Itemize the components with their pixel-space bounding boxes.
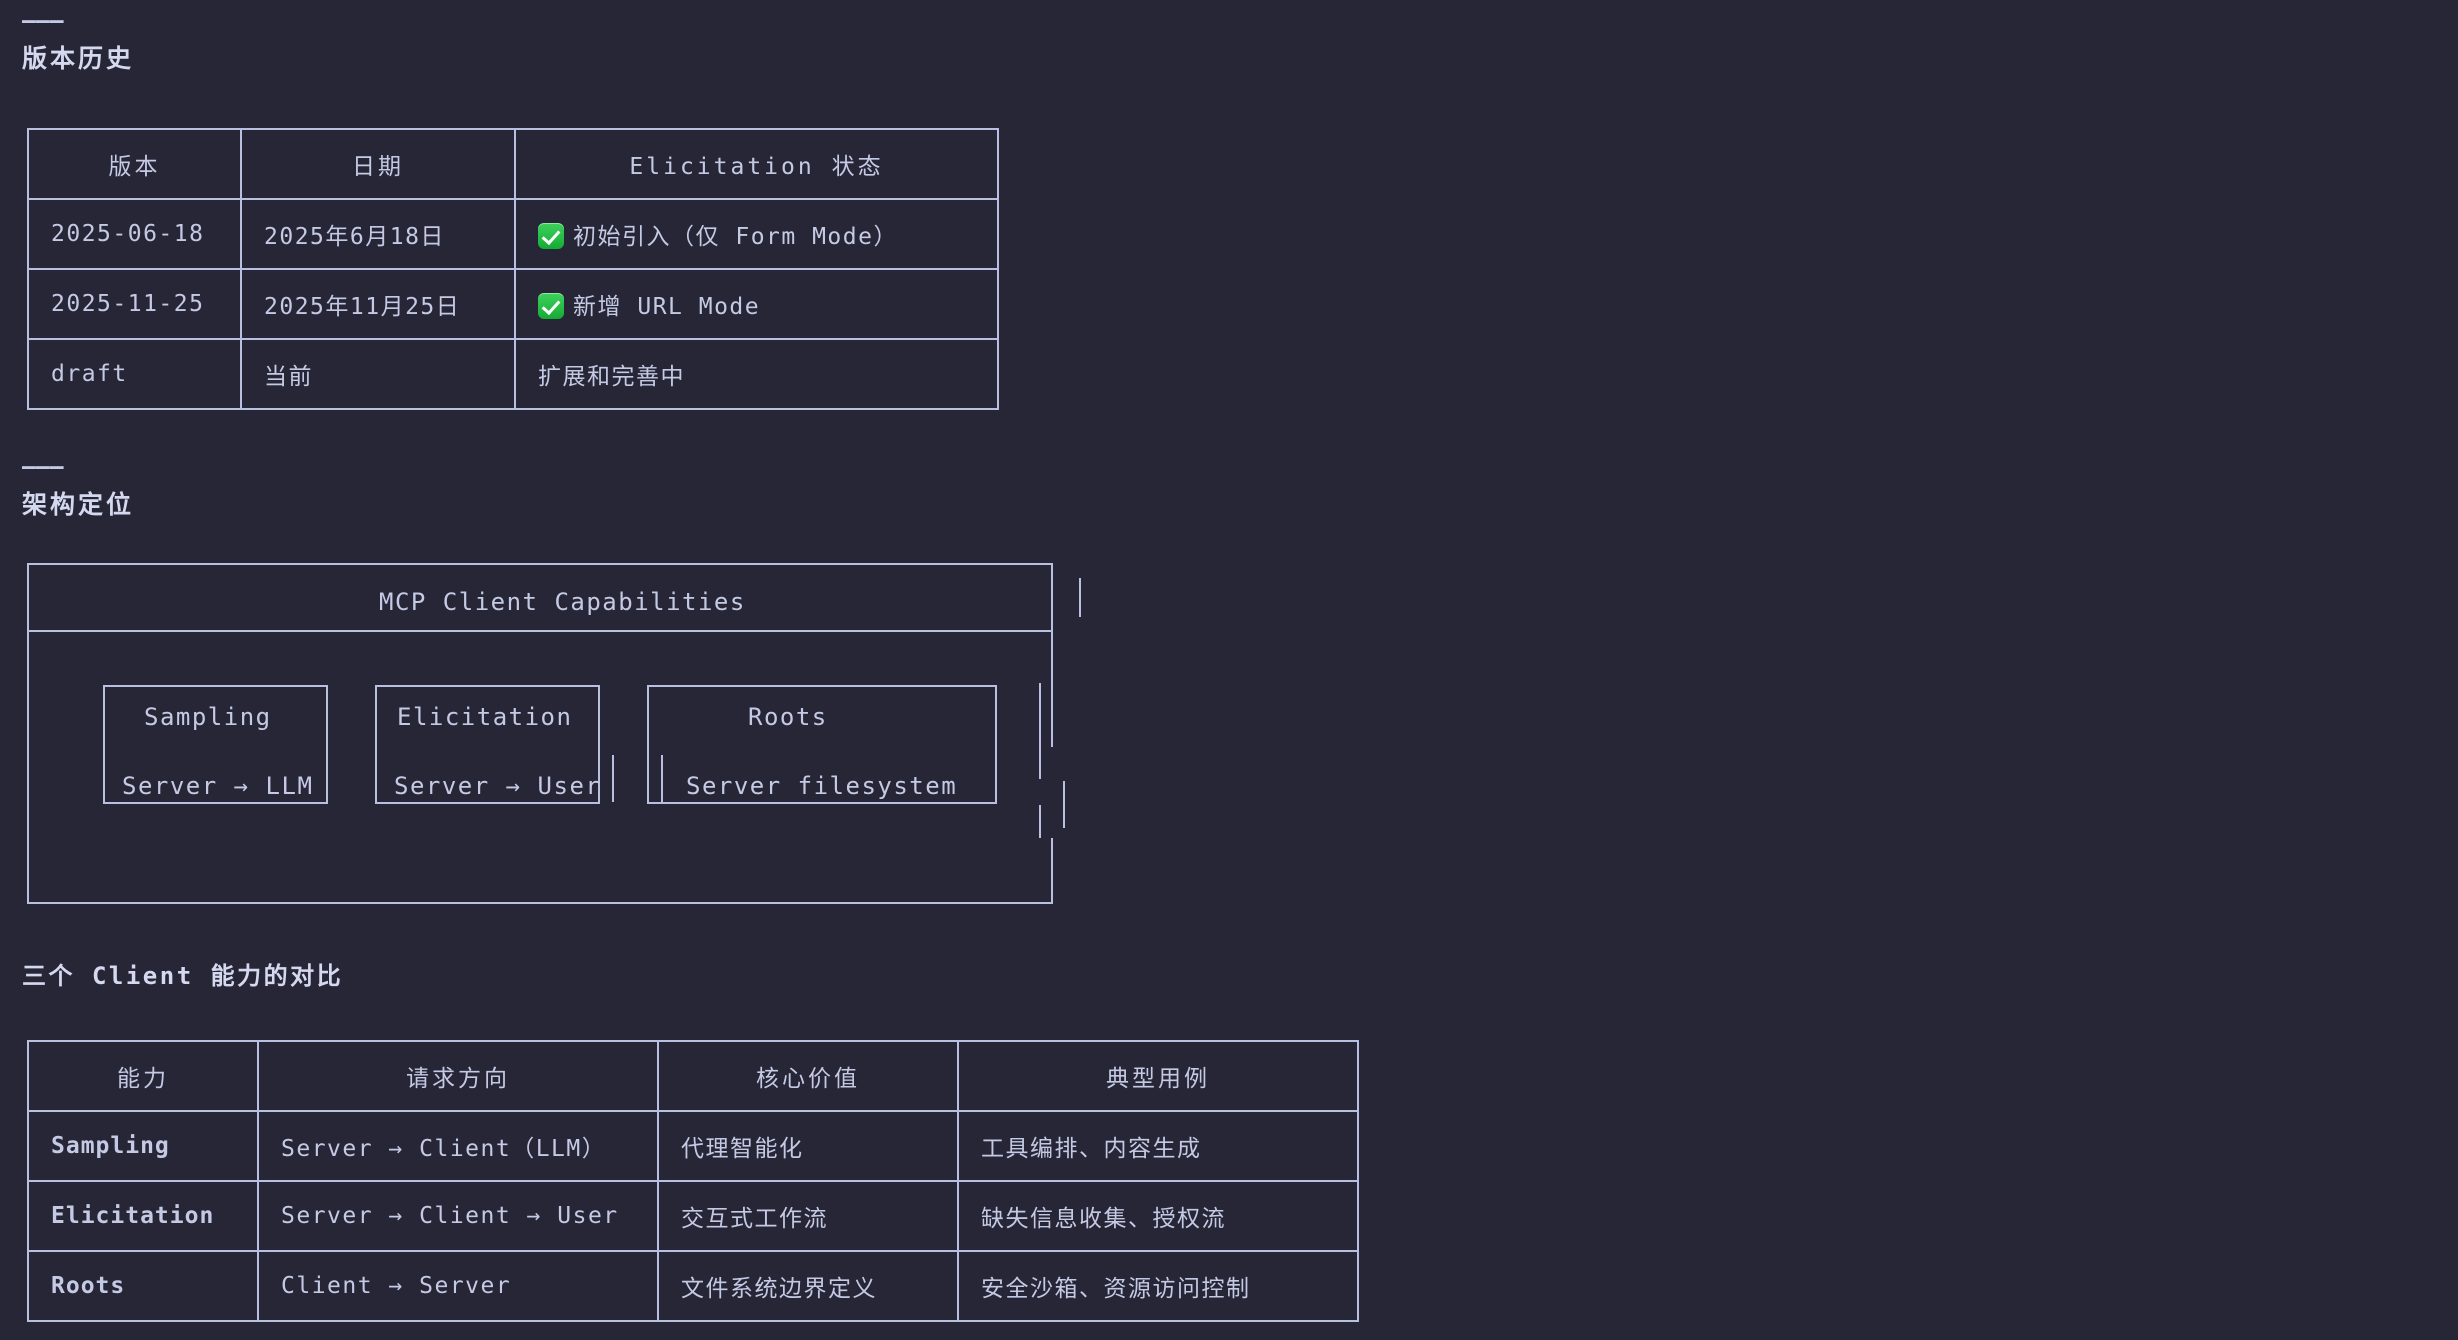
architecture-section: ——— 架构定位 <box>22 456 134 520</box>
version-history-section: ——— 版本历史 <box>22 10 134 74</box>
cell-date: 当前 <box>240 338 516 410</box>
box-sampling-top <box>103 685 328 687</box>
cell-value: 交互式工作流 <box>657 1180 959 1252</box>
diagram-outer-right-border <box>1051 563 1053 669</box>
column-header-direction: 请求方向 <box>257 1040 659 1112</box>
box-roots-left <box>647 685 649 804</box>
table-row: Elicitation Server → Client → User 交互式工作… <box>27 1180 1359 1252</box>
check-icon <box>538 293 564 319</box>
horizontal-rule-dashes: ——— <box>22 8 64 34</box>
cell-capability: Elicitation <box>27 1180 259 1252</box>
table-row: 2025-06-18 2025年6月18日 初始引入（仅 Form Mode） <box>27 198 999 270</box>
table-row: Roots Client → Server 文件系统边界定义 安全沙箱、资源访问… <box>27 1250 1359 1322</box>
cell-version: draft <box>27 338 242 410</box>
box-elicitation-left <box>375 685 377 804</box>
diagram-inner-artifact-2 <box>661 755 663 802</box>
diagram-edge-artifact-1 <box>1079 578 1081 617</box>
cell-value: 代理智能化 <box>657 1110 959 1182</box>
cell-date: 2025年6月18日 <box>240 198 516 270</box>
diagram-outer-right-border-lower <box>1051 630 1053 747</box>
page-title-architecture: 架构定位 <box>22 490 135 519</box>
box-elicitation-top <box>375 685 600 687</box>
capability-comparison-table: 能力 请求方向 核心价值 典型用例 Sampling Server → Clie… <box>27 1040 1359 1322</box>
cell-status: 扩展和完善中 <box>514 338 999 410</box>
column-header-capability: 能力 <box>27 1040 259 1112</box>
cell-capability: Roots <box>27 1250 259 1322</box>
diagram-edge-artifact-3 <box>1039 805 1041 838</box>
cell-direction: Server → Client → User <box>257 1180 659 1252</box>
cell-capability: Sampling <box>27 1110 259 1182</box>
column-header-date: 日期 <box>240 128 516 200</box>
box-sampling-bottom <box>103 802 328 804</box>
table-row: draft 当前 扩展和完善中 <box>27 338 999 410</box>
cell-direction: Server → Client（LLM） <box>257 1110 659 1182</box>
version-history-table: 版本 日期 Elicitation 状态 2025-06-18 2025年6月1… <box>27 128 999 410</box>
column-header-status: Elicitation 状态 <box>514 128 999 200</box>
page-title-version-history: 版本历史 <box>22 44 135 73</box>
architecture-ascii-diagram: MCP Client Capabilities Sampling Server … <box>27 563 1167 943</box>
diagram-outer-bottom-border <box>27 902 1053 904</box>
box-roots-name-label: Roots <box>748 703 828 731</box>
diagram-outer-left-border <box>27 563 29 904</box>
box-roots-flow-label: Server filesystem <box>686 772 958 800</box>
box-sampling-left <box>103 685 105 804</box>
diagram-title-label: MCP Client Capabilities <box>379 588 746 616</box>
cell-value: 文件系统边界定义 <box>657 1250 959 1322</box>
cell-version: 2025-11-25 <box>27 268 242 340</box>
diagram-edge-artifact-2 <box>1039 683 1041 779</box>
box-sampling-right <box>326 685 328 804</box>
box-elicitation-right <box>598 685 600 804</box>
status-text: 初始引入（仅 Form Mode） <box>573 224 898 250</box>
cell-use-case: 缺失信息收集、授权流 <box>957 1180 1359 1252</box>
box-sampling-name-label: Sampling <box>144 703 272 731</box>
diagram-outer-top-border <box>27 563 1053 565</box>
cell-use-case: 工具编排、内容生成 <box>957 1110 1359 1182</box>
diagram-title-divider <box>27 630 1053 632</box>
box-roots-right <box>995 685 997 804</box>
table-row: Sampling Server → Client（LLM） 代理智能化 工具编排… <box>27 1110 1359 1182</box>
diagram-outer-right-border-tail <box>1051 838 1053 904</box>
diagram-edge-artifact-4 <box>1063 781 1065 828</box>
table-header-row: 版本 日期 Elicitation 状态 <box>27 128 999 200</box>
column-header-use-case: 典型用例 <box>957 1040 1359 1112</box>
cell-direction: Client → Server <box>257 1250 659 1322</box>
table-header-row: 能力 请求方向 核心价值 典型用例 <box>27 1040 1359 1112</box>
check-icon <box>538 223 564 249</box>
horizontal-rule-dashes: ——— <box>22 454 64 480</box>
box-elicitation-flow-label: Server → User <box>394 772 602 800</box>
cell-status: 初始引入（仅 Form Mode） <box>514 198 999 270</box>
box-roots-bottom <box>647 802 997 804</box>
box-elicitation-name-label: Elicitation <box>397 703 573 731</box>
cell-use-case: 安全沙箱、资源访问控制 <box>957 1250 1359 1322</box>
table-row: 2025-11-25 2025年11月25日 新增 URL Mode <box>27 268 999 340</box>
comparison-section: 三个 Client 能力的对比 <box>22 962 343 991</box>
box-elicitation-bottom <box>375 802 600 804</box>
page-title-comparison: 三个 Client 能力的对比 <box>22 962 344 990</box>
cell-version: 2025-06-18 <box>27 198 242 270</box>
status-text: 新增 URL Mode <box>573 294 761 320</box>
diagram-inner-artifact-1 <box>612 755 614 802</box>
box-sampling-flow-label: Server → LLM <box>122 772 314 800</box>
cell-status: 新增 URL Mode <box>514 268 999 340</box>
column-header-value: 核心价值 <box>657 1040 959 1112</box>
column-header-version: 版本 <box>27 128 242 200</box>
cell-date: 2025年11月25日 <box>240 268 516 340</box>
box-roots-top <box>647 685 997 687</box>
